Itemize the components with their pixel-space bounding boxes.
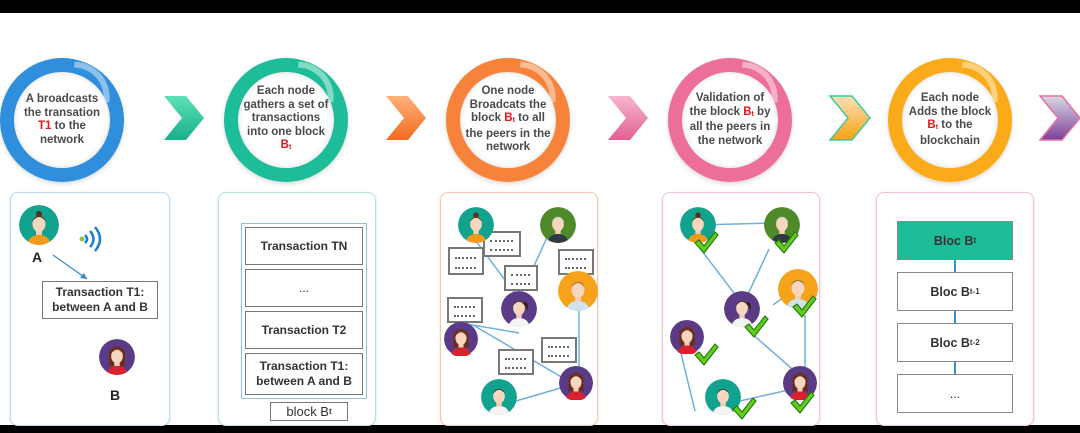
person-avatar-icon <box>783 365 817 401</box>
transaction-box: Transaction TN <box>245 227 363 265</box>
person-avatar-icon <box>444 321 478 357</box>
step-2-ring: Each node gathers a set of transactions … <box>224 58 348 182</box>
person-avatar-icon <box>670 319 704 355</box>
panel-broadcast-transaction: A Transaction T1:between A and B B <box>10 192 170 426</box>
panel-gather-block: Transaction TN ... Transaction T2 Transa… <box>218 192 376 426</box>
person-avatar-icon <box>764 207 800 243</box>
chevron-right-icon <box>608 96 648 140</box>
chevron-right-icon <box>386 96 426 140</box>
check-mark-icon <box>774 231 799 254</box>
transaction-bubble <box>504 265 538 291</box>
person-avatar-icon <box>680 207 716 243</box>
person-avatar-icon <box>458 207 494 243</box>
person-avatar-icon <box>501 291 537 327</box>
step-3-text: One node Broadcats the block Bt to all t… <box>465 85 551 154</box>
person-avatar-icon <box>724 291 760 327</box>
transaction-bubble <box>558 249 594 275</box>
check-mark-icon <box>732 397 757 420</box>
sender-label: A <box>32 249 43 265</box>
panel-broadcast-block <box>440 192 598 426</box>
step-5-ring: Each node Adds the block Bt to the block… <box>888 58 1012 182</box>
step-3-ring: One node Broadcats the block Bt to all t… <box>446 58 570 182</box>
check-mark-icon <box>694 231 719 254</box>
person-avatar-icon <box>540 207 576 243</box>
check-mark-icon <box>792 295 817 318</box>
transaction-bubble <box>498 349 534 375</box>
transaction-box: Transaction T2 <box>245 311 363 349</box>
person-avatar-icon <box>99 339 135 375</box>
person-avatar-icon <box>705 379 741 415</box>
panel-validation <box>662 192 820 426</box>
step-1-ring: A broadcasts the transation T1 to the ne… <box>0 58 124 182</box>
transaction-bubble <box>448 247 484 275</box>
transaction-bubble <box>541 337 577 363</box>
person-avatar-icon <box>559 365 593 401</box>
chevron-right-icon <box>1038 95 1080 141</box>
step-4-ring: Validation of the block Bt by all the pe… <box>668 58 792 182</box>
transaction-box: Transaction T1:between A and B <box>42 281 158 319</box>
chain-link <box>954 260 956 272</box>
person-avatar-icon <box>19 205 59 245</box>
transaction-box: Transaction T1:between A and B <box>245 353 363 395</box>
transaction-box: ... <box>245 269 363 307</box>
receiver-label: B <box>110 387 121 403</box>
bottom-black-bar <box>0 425 1080 433</box>
transfer-arrow <box>52 254 88 280</box>
transaction-bubble <box>483 231 521 257</box>
check-mark-icon <box>694 343 719 366</box>
chain-link <box>954 311 956 323</box>
wireless-signal-icon <box>79 226 102 252</box>
blockchain-block: ... <box>897 374 1013 413</box>
top-black-bar <box>0 0 1080 13</box>
check-mark-icon <box>790 391 815 414</box>
step-1-text: A broadcasts the transation T1 to the ne… <box>23 93 101 146</box>
person-avatar-icon <box>778 269 818 309</box>
chevron-right-icon <box>164 96 204 140</box>
chevron-right-icon <box>828 95 871 141</box>
chain-link <box>954 362 956 374</box>
person-avatar-icon <box>558 271 598 311</box>
step-4-text: Validation of the block Bt by all the pe… <box>689 92 771 147</box>
person-avatar-icon <box>481 379 517 415</box>
check-mark-icon <box>744 315 769 338</box>
block-container <box>241 223 367 399</box>
transaction-bubble <box>447 297 483 323</box>
step-2-text: Each node gathers a set of transactions … <box>243 85 329 152</box>
step-5-text: Each node Adds the block Bt to the block… <box>908 92 992 147</box>
